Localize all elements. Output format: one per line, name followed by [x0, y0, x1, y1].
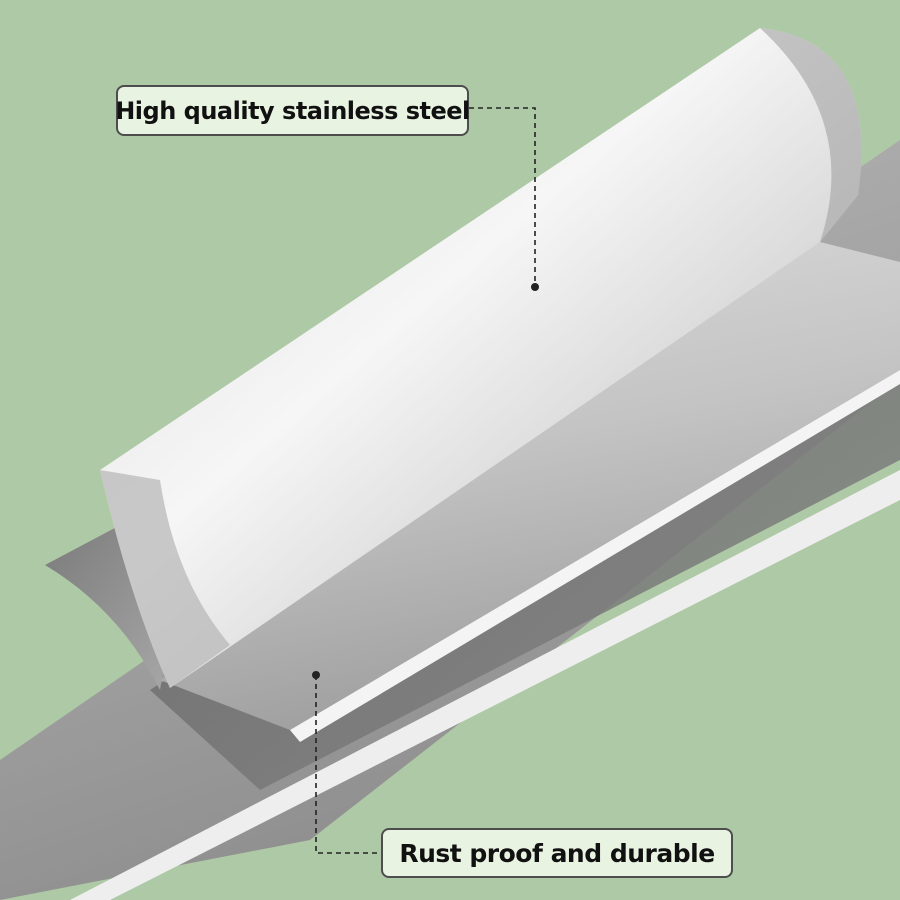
- upper-steel-jaw: [160, 242, 900, 730]
- callout-top-text: High quality stainless steel: [115, 96, 470, 125]
- callout-bottom-text: Rust proof and durable: [399, 838, 715, 868]
- callout-rust-proof: Rust proof and durable: [381, 828, 733, 878]
- tube-underside-shade: [100, 470, 230, 688]
- lower-jaw-edge-highlight: [70, 470, 900, 900]
- leader-dot-icon: [531, 283, 539, 291]
- tube-end-shade: [760, 28, 862, 242]
- leader-line-top: [469, 107, 536, 287]
- callout-stainless-steel: High quality stainless steel: [115, 85, 470, 136]
- upper-jaw-rim: [290, 370, 900, 742]
- leader-dot-icon: [312, 671, 320, 679]
- curved-cutting-tube: [100, 28, 862, 688]
